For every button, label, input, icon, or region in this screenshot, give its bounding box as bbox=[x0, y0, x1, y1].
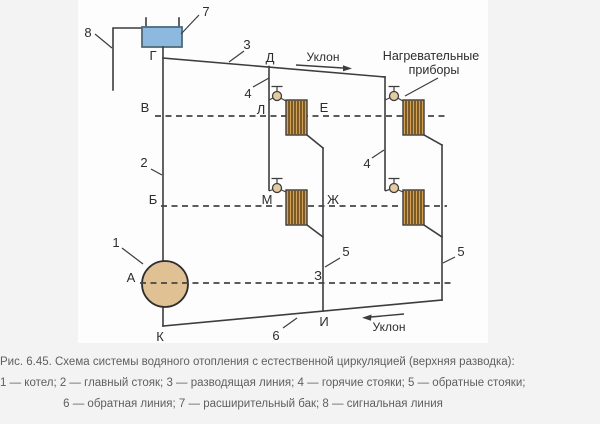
point-label-b: Б bbox=[149, 192, 158, 207]
radiator-upper-right bbox=[402, 99, 425, 136]
caption-line3: 6 — обратная линия; 7 — расширительный б… bbox=[63, 398, 443, 410]
caption-line1: Рис. 6.45. Схема системы водяного отопле… bbox=[0, 356, 515, 368]
arrow-left-icon bbox=[362, 314, 372, 321]
radiator-fins bbox=[405, 101, 422, 134]
part-label-6: 6 bbox=[272, 328, 279, 343]
part-label-5-right: 5 bbox=[457, 244, 464, 259]
outlet-upper-right-pipe bbox=[422, 133, 444, 147]
leader-line-5-right bbox=[442, 256, 456, 264]
radiator-lower-right bbox=[402, 189, 425, 226]
point-label-d: Д bbox=[266, 50, 275, 65]
radiator-fins bbox=[288, 191, 305, 224]
valve-body bbox=[271, 90, 283, 102]
outlet-lower-right-pipe bbox=[422, 223, 444, 239]
point-label-z: З bbox=[314, 268, 322, 283]
point-label-v: В bbox=[141, 100, 150, 115]
slope-label-top: Уклон bbox=[307, 50, 340, 64]
outlet-upper-left-pipe bbox=[305, 133, 325, 150]
signal-line-pipe bbox=[112, 27, 143, 91]
valve-body bbox=[388, 182, 400, 194]
leader-line-3 bbox=[228, 50, 245, 63]
point-label-a: А bbox=[127, 270, 136, 285]
leader-line-heaters bbox=[404, 77, 439, 97]
slope-arrow-bottom bbox=[362, 313, 405, 321]
part-label-4-left: 4 bbox=[244, 86, 251, 101]
radiator-upper-left bbox=[285, 99, 308, 136]
valve-lower-left bbox=[271, 177, 283, 194]
part-label-8: 8 bbox=[84, 25, 91, 40]
part-label-7: 7 bbox=[202, 4, 209, 19]
distribution-line-pipe bbox=[162, 57, 386, 78]
radiator-fins bbox=[288, 101, 305, 134]
boiler bbox=[141, 260, 189, 308]
point-label-zh: Ж bbox=[327, 192, 339, 207]
return-line-pipe bbox=[162, 299, 443, 327]
slope-arrow-top bbox=[295, 64, 352, 72]
point-label-e: Е bbox=[320, 100, 329, 115]
part-label-4-right: 4 bbox=[363, 156, 370, 171]
outlet-lower-left-pipe bbox=[305, 223, 325, 239]
point-label-g: Г bbox=[149, 48, 156, 63]
valve-lower-right bbox=[388, 177, 400, 194]
leader-line-5-left bbox=[324, 257, 341, 268]
valve-body bbox=[271, 182, 283, 194]
valve-upper-right bbox=[388, 85, 400, 102]
heating-system-diagram: Г Д В Б А К Л Е М Ж З И 7 8 3 2 4 4 1 5 … bbox=[84, 4, 480, 344]
slope-label-bottom: Уклон bbox=[373, 320, 406, 334]
leader-line-4-left bbox=[252, 77, 270, 88]
part-label-5-left: 5 bbox=[342, 244, 349, 259]
heaters-label-line2: приборы bbox=[409, 63, 460, 77]
expansion-tank-body bbox=[141, 26, 183, 48]
leader-line-4-right bbox=[371, 149, 385, 159]
part-label-3: 3 bbox=[243, 37, 250, 52]
point-label-k: К bbox=[156, 329, 164, 344]
heaters-label-line1: Нагревательные bbox=[383, 49, 479, 63]
radiator-fins bbox=[405, 191, 422, 224]
caption-line2: 1 — котел; 2 — главный стояк; 3 — развод… bbox=[0, 377, 526, 389]
leader-line-7 bbox=[180, 14, 200, 35]
figure-caption: Рис. 6.45. Схема системы водяного отопле… bbox=[0, 352, 526, 415]
leader-line-2 bbox=[150, 168, 163, 176]
part-label-1: 1 bbox=[112, 235, 119, 250]
valve-upper-left bbox=[271, 85, 283, 102]
radiator-lower-left bbox=[285, 189, 308, 226]
leader-line-8 bbox=[94, 33, 113, 49]
part-label-2: 2 bbox=[140, 155, 147, 170]
leader-line-1 bbox=[121, 247, 144, 265]
point-label-i: И bbox=[319, 314, 328, 329]
arrow-right-icon bbox=[343, 65, 352, 72]
point-label-l: Л bbox=[257, 102, 266, 117]
expansion-tank bbox=[141, 17, 183, 48]
leader-line-6 bbox=[282, 317, 298, 329]
point-label-m: М bbox=[262, 192, 273, 207]
valve-body bbox=[388, 90, 400, 102]
